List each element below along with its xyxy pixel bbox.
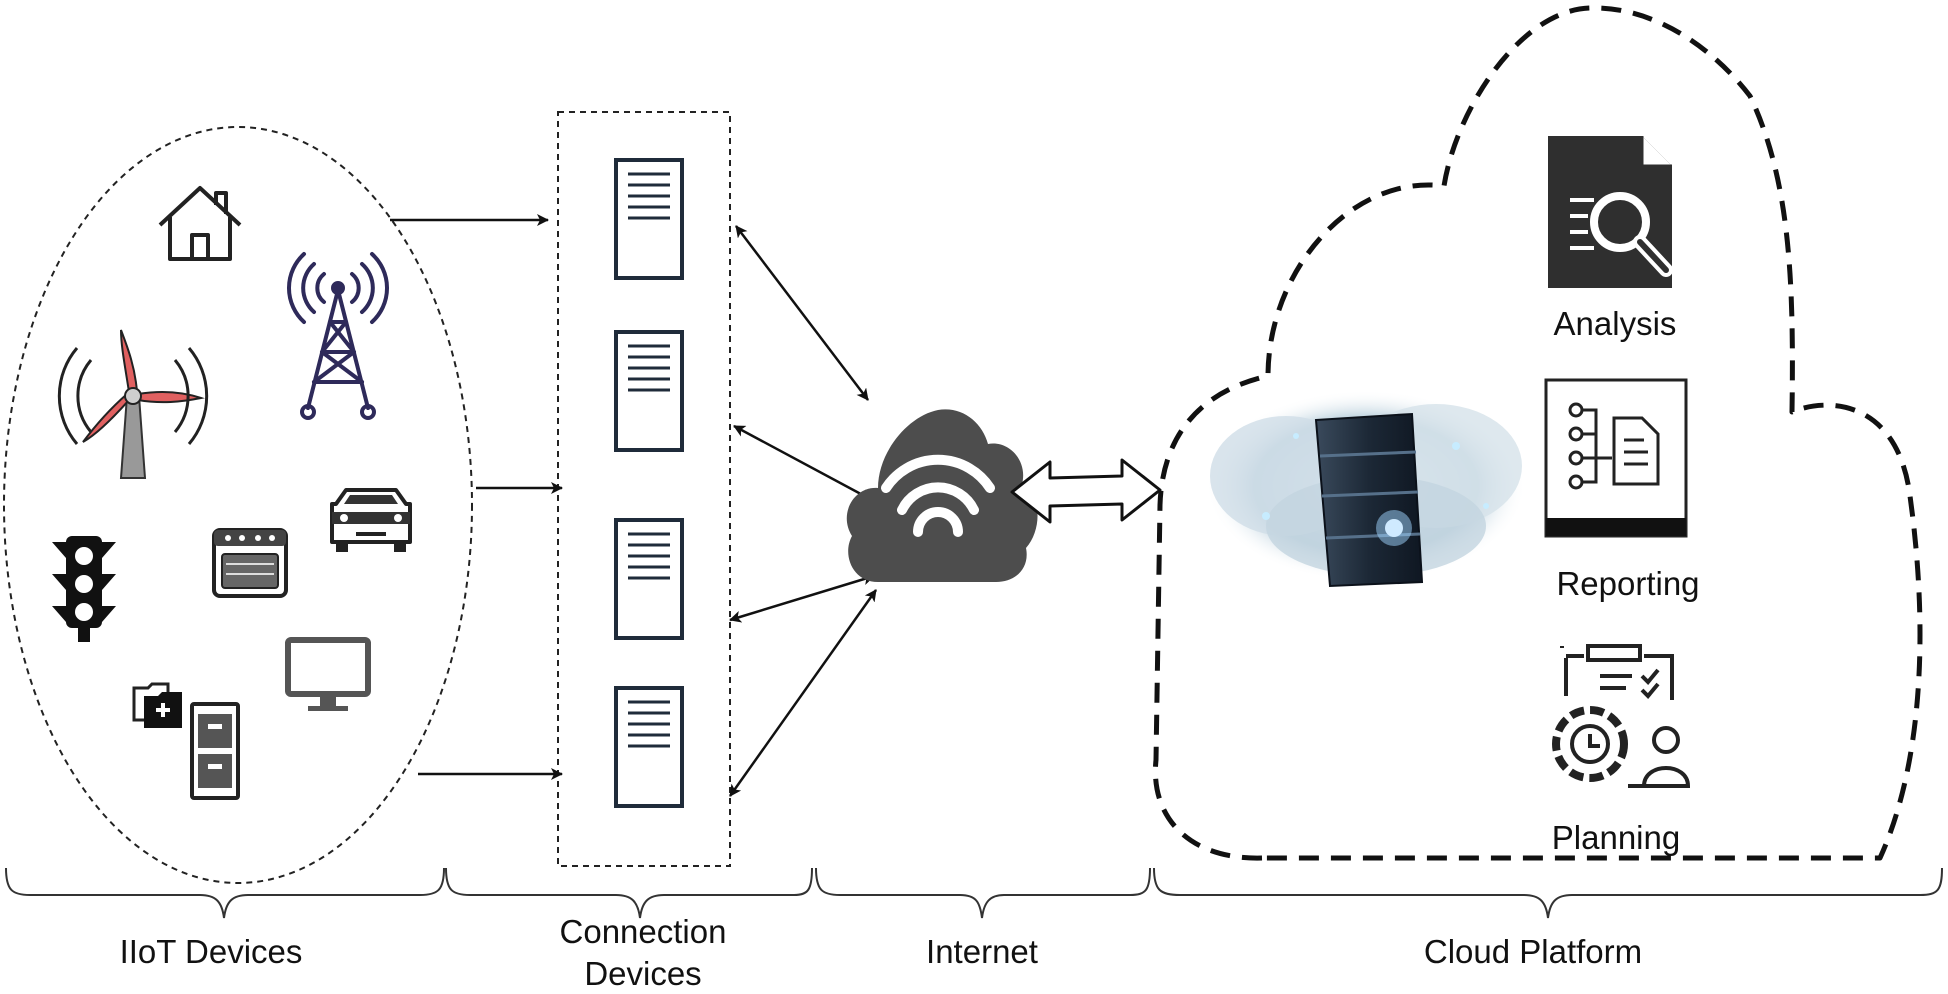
house-icon (158, 186, 242, 261)
brace-cloud (1153, 867, 1943, 919)
arrow-connection-internet-1 (735, 225, 869, 401)
section-label-internet: Internet (926, 933, 1038, 970)
oven-icon (212, 528, 288, 598)
analysis-icon (1548, 136, 1673, 288)
car-icon (330, 488, 412, 552)
section-label-iiot: IIoT Devices (119, 933, 303, 970)
label-analysis: Analysis (1553, 305, 1677, 342)
arrow-connection-internet-4 (728, 589, 878, 797)
arrow-connection-internet-2 (733, 424, 873, 502)
planning-icon (1552, 644, 1691, 788)
cloud-server-icon (1206, 390, 1526, 588)
reporting-icon (1544, 378, 1688, 538)
label-planning: Planning (1551, 819, 1681, 856)
brace-internet (815, 867, 1151, 919)
server-icon (614, 686, 684, 808)
section-label-connection-line2: Devices (584, 955, 702, 992)
iiot-boundary (3, 126, 473, 884)
section-label-cloud-platform: Cloud Platform (1423, 933, 1643, 970)
brace-iiot (5, 867, 445, 919)
monitor-icon (285, 637, 371, 711)
server-icon (614, 158, 684, 280)
wireless-cloud-icon (846, 409, 1038, 582)
traffic-light-icon (52, 536, 116, 642)
wind-turbine-icon (57, 329, 209, 479)
label-reporting: Reporting (1556, 565, 1700, 602)
brace-connection (445, 867, 813, 919)
arrow-connection-internet-3 (729, 573, 875, 623)
double-arrow-internet-cloud (1010, 458, 1162, 524)
cloud-platform-boundary (1152, 5, 1923, 861)
file-cabinet-icon (132, 682, 240, 800)
radio-tower-icon (286, 252, 390, 420)
section-label-connection-line1: Connection (559, 913, 727, 950)
server-icon (614, 330, 684, 452)
server-icon (614, 518, 684, 640)
